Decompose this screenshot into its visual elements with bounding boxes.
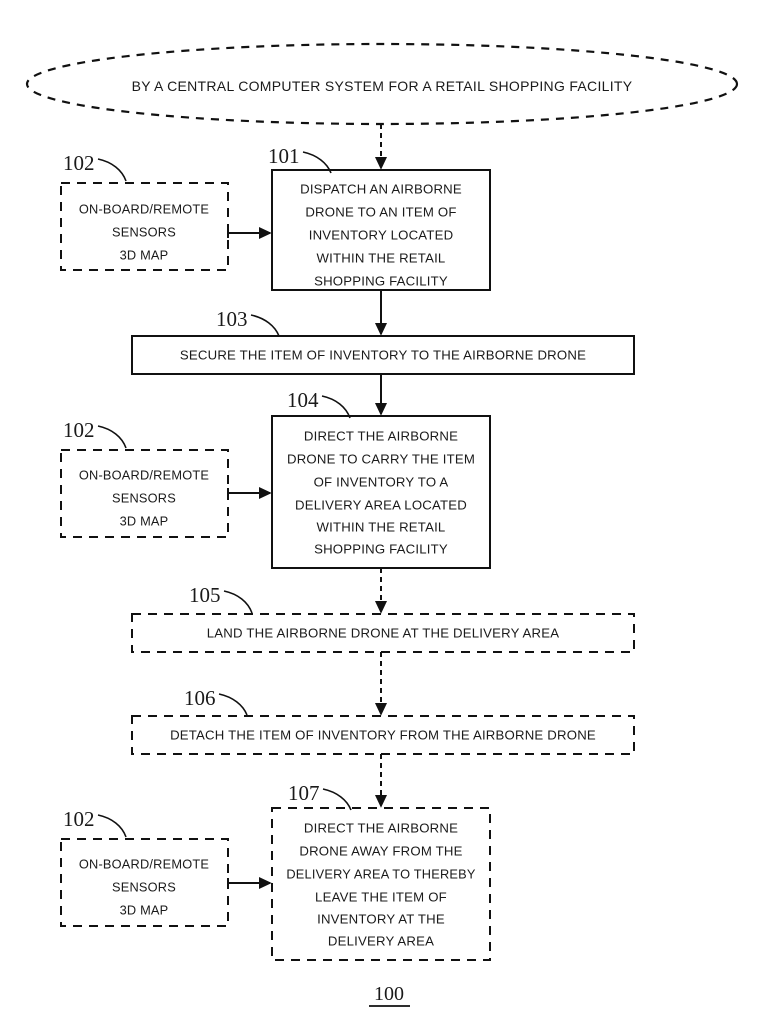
step-node-107[interactable]: DIRECT THE AIRBORNE DRONE AWAY FROM THE … bbox=[271, 807, 491, 961]
step-101-line-3: INVENTORY LOCATED bbox=[309, 227, 454, 242]
step-107-line-2: DRONE AWAY FROM THE bbox=[299, 843, 462, 858]
sensor-102-c-line-2: SENSORS bbox=[112, 879, 176, 894]
sensor-102-b-line-1: ON-BOARD/REMOTE bbox=[79, 467, 209, 482]
ref-callout-101: 101 bbox=[268, 144, 332, 174]
ref-callout-107: 107 bbox=[288, 781, 352, 811]
sensor-node-102-b[interactable]: ON-BOARD/REMOTE SENSORS 3D MAP bbox=[60, 449, 229, 538]
sensor-102-b-line-2: SENSORS bbox=[112, 490, 176, 505]
step-105-line-1: LAND THE AIRBORNE DRONE AT THE DELIVERY … bbox=[207, 625, 560, 640]
sensor-node-102-a[interactable]: ON-BOARD/REMOTE SENSORS 3D MAP bbox=[60, 182, 229, 271]
step-104-line-4: DELIVERY AREA LOCATED bbox=[295, 497, 467, 512]
ref-number-106: 106 bbox=[184, 686, 216, 710]
ref-callout-103: 103 bbox=[216, 307, 280, 337]
figure-number: 100 bbox=[374, 983, 404, 1005]
step-box-103[interactable] bbox=[131, 335, 635, 375]
sensor-node-102-c[interactable]: ON-BOARD/REMOTE SENSORS 3D MAP bbox=[60, 838, 229, 927]
ref-leader-105 bbox=[223, 590, 253, 614]
sensor-102-a-line-3: 3D MAP bbox=[120, 247, 169, 262]
sensor-box-102-c[interactable] bbox=[60, 838, 229, 927]
step-106-line-1: DETACH THE ITEM OF INVENTORY FROM THE AI… bbox=[170, 727, 596, 742]
step-104-line-6: SHOPPING FACILITY bbox=[314, 541, 448, 556]
step-104-line-1: DIRECT THE AIRBORNE bbox=[304, 428, 458, 443]
step-node-105[interactable]: LAND THE AIRBORNE DRONE AT THE DELIVERY … bbox=[131, 613, 635, 653]
ref-number-101: 101 bbox=[268, 144, 300, 168]
step-101-line-5: SHOPPING FACILITY bbox=[314, 273, 448, 288]
ref-leader-103 bbox=[250, 314, 280, 337]
sensor-102-c-line-1: ON-BOARD/REMOTE bbox=[79, 856, 209, 871]
step-node-101[interactable]: DISPATCH AN AIRBORNE DRONE TO AN ITEM OF… bbox=[271, 169, 491, 291]
ref-leader-101 bbox=[302, 151, 332, 174]
ref-callout-102-b: 102 bbox=[63, 418, 127, 449]
step-103-line-1: SECURE THE ITEM OF INVENTORY TO THE AIRB… bbox=[180, 347, 586, 362]
banner-label: BY A CENTRAL COMPUTER SYSTEM FOR A RETAI… bbox=[132, 78, 633, 94]
step-104-line-2: DRONE TO CARRY THE ITEM bbox=[287, 451, 475, 466]
ref-number-104: 104 bbox=[287, 388, 319, 412]
step-107-line-4: LEAVE THE ITEM OF bbox=[315, 889, 447, 904]
step-101-line-2: DRONE TO AN ITEM OF bbox=[305, 204, 456, 219]
ref-leader-102-c bbox=[97, 814, 127, 838]
step-box-105[interactable] bbox=[131, 613, 635, 653]
figure-number-group: 100 bbox=[369, 983, 410, 1007]
sensor-102-a-line-1: ON-BOARD/REMOTE bbox=[79, 201, 209, 216]
step-107-line-5: INVENTORY AT THE bbox=[317, 911, 445, 926]
step-107-line-1: DIRECT THE AIRBORNE bbox=[304, 820, 458, 835]
banner-ellipse-group: BY A CENTRAL COMPUTER SYSTEM FOR A RETAI… bbox=[25, 42, 739, 126]
step-104-line-5: WITHIN THE RETAIL bbox=[317, 519, 446, 534]
step-node-106[interactable]: DETACH THE ITEM OF INVENTORY FROM THE AI… bbox=[131, 715, 635, 755]
sensor-102-c-line-3: 3D MAP bbox=[120, 902, 169, 917]
ref-number-102-a: 102 bbox=[63, 151, 95, 175]
ref-number-107: 107 bbox=[288, 781, 320, 805]
ref-number-102-c: 102 bbox=[63, 807, 95, 831]
sensor-102-a-line-2: SENSORS bbox=[112, 224, 176, 239]
ref-leader-102-b bbox=[97, 425, 127, 449]
step-box-101[interactable] bbox=[271, 169, 491, 291]
step-107-line-6: DELIVERY AREA bbox=[328, 933, 434, 948]
step-101-line-4: WITHIN THE RETAIL bbox=[317, 250, 446, 265]
step-box-106[interactable] bbox=[131, 715, 635, 755]
sensor-box-102-a[interactable] bbox=[60, 182, 229, 271]
sensor-box-102-b[interactable] bbox=[60, 449, 229, 538]
ref-leader-102-a bbox=[97, 158, 127, 182]
ref-number-103: 103 bbox=[216, 307, 248, 331]
step-107-line-3: DELIVERY AREA TO THEREBY bbox=[286, 866, 476, 881]
step-box-107[interactable] bbox=[271, 807, 491, 961]
ref-leader-104 bbox=[321, 395, 351, 419]
step-node-103[interactable]: SECURE THE ITEM OF INVENTORY TO THE AIRB… bbox=[131, 335, 635, 375]
step-box-104[interactable] bbox=[271, 415, 491, 569]
ref-callout-102-c: 102 bbox=[63, 807, 127, 838]
ref-number-102-b: 102 bbox=[63, 418, 95, 442]
ref-number-105: 105 bbox=[189, 583, 221, 607]
ref-callout-104: 104 bbox=[287, 388, 351, 419]
step-101-line-1: DISPATCH AN AIRBORNE bbox=[300, 181, 462, 196]
ref-leader-107 bbox=[322, 788, 352, 811]
ref-callout-102-a: 102 bbox=[63, 151, 127, 182]
sensor-102-b-line-3: 3D MAP bbox=[120, 513, 169, 528]
step-node-104[interactable]: DIRECT THE AIRBORNE DRONE TO CARRY THE I… bbox=[271, 415, 491, 569]
ref-leader-106 bbox=[218, 693, 248, 716]
ref-callout-105: 105 bbox=[189, 583, 253, 614]
ref-callout-106: 106 bbox=[184, 686, 248, 716]
step-104-line-3: OF INVENTORY TO A bbox=[314, 474, 449, 489]
